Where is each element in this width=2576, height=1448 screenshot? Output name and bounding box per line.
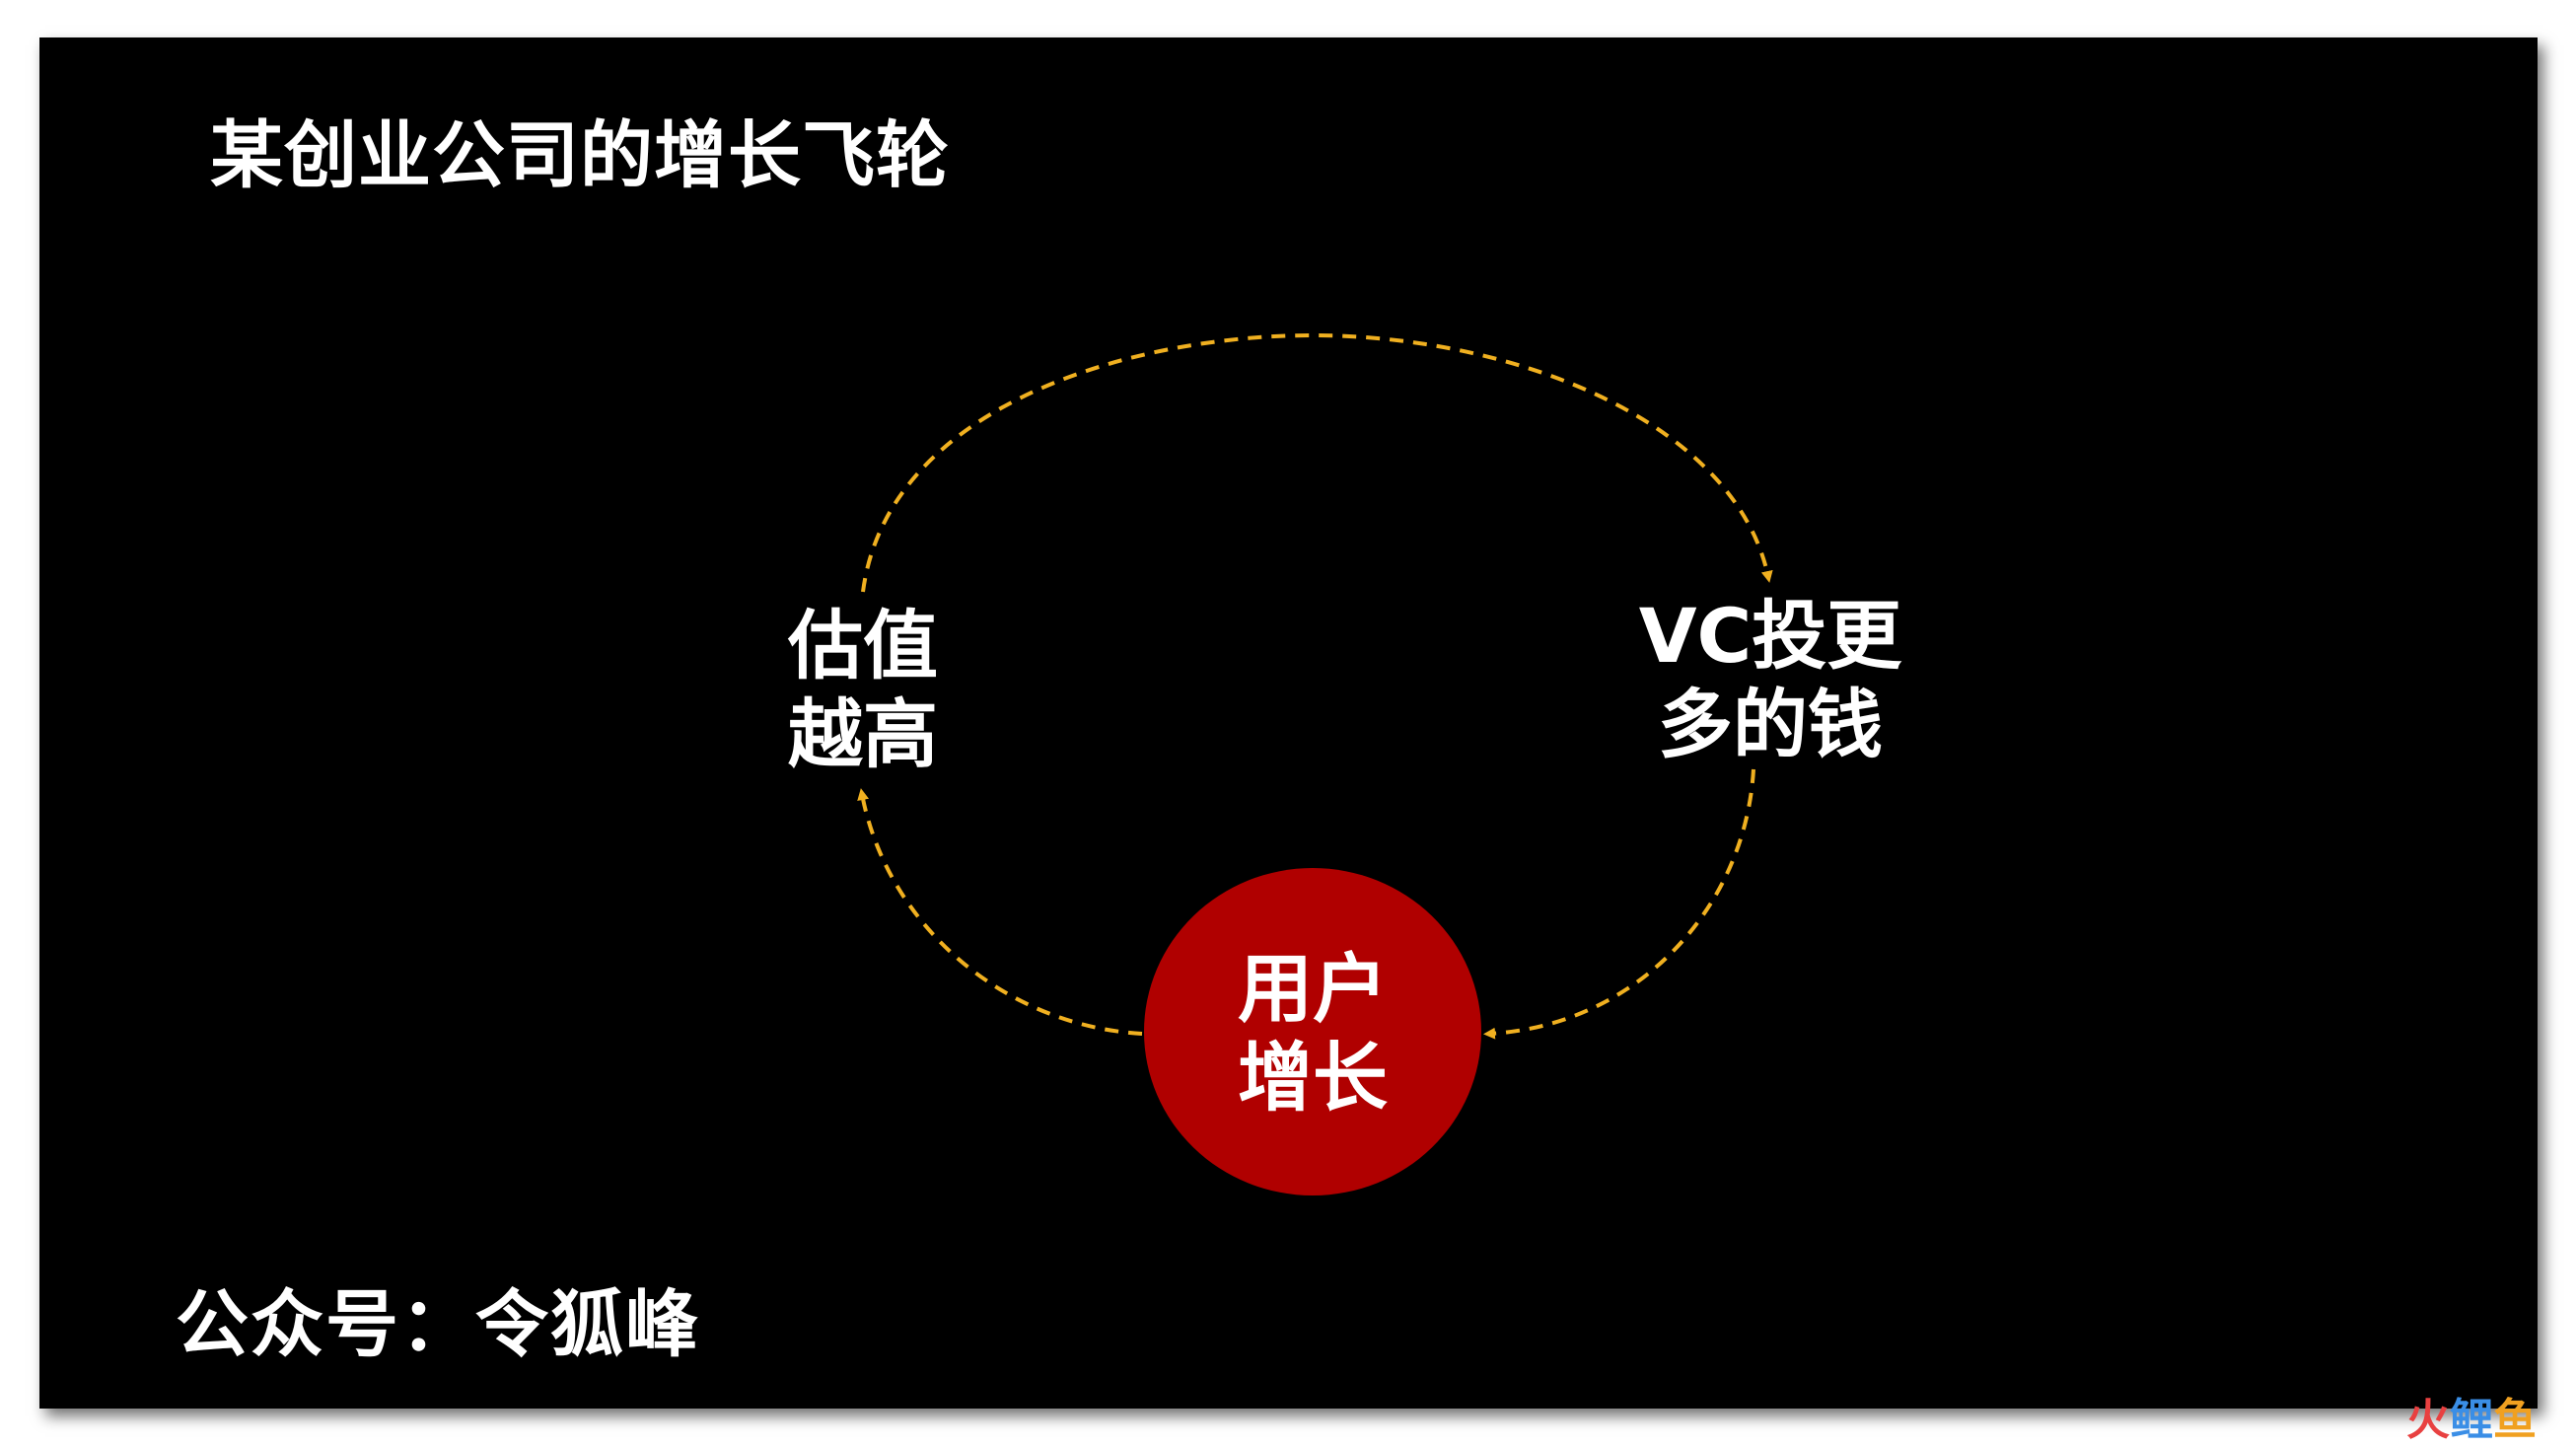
node-user-growth: 用户 增长	[1144, 868, 1481, 1195]
watermark-logo: 火鲤鱼	[2406, 1399, 2537, 1442]
node-user-growth-line2: 增长	[1238, 1034, 1388, 1122]
node-valuation-line2: 越高	[788, 690, 938, 778]
node-user-growth-line1: 用户	[1238, 945, 1388, 1033]
node-vc-investment-line1: VC投更	[1638, 592, 1902, 680]
node-user-growth-text: 用户 增长	[1144, 945, 1481, 1122]
footer-account: 公众号：令狐峰	[176, 1282, 700, 1367]
watermark-part-1: 火	[2406, 1395, 2450, 1445]
node-valuation: 估值 越高	[779, 602, 947, 779]
node-valuation-line1: 估值	[788, 602, 938, 689]
diagram-title: 某创业公司的增长飞轮	[210, 113, 950, 198]
arrow-left-to-right	[861, 332, 1773, 593]
watermark-part-2: 鲤	[2450, 1395, 2493, 1445]
arrow-center-to-left	[857, 788, 1143, 1036]
arrow-right-to-center	[1483, 768, 1755, 1040]
node-vc-investment-line2: 多的钱	[1658, 681, 1883, 768]
watermark-part-3: 鱼	[2493, 1395, 2537, 1445]
node-vc-investment: VC投更 多的钱	[1627, 592, 1913, 769]
